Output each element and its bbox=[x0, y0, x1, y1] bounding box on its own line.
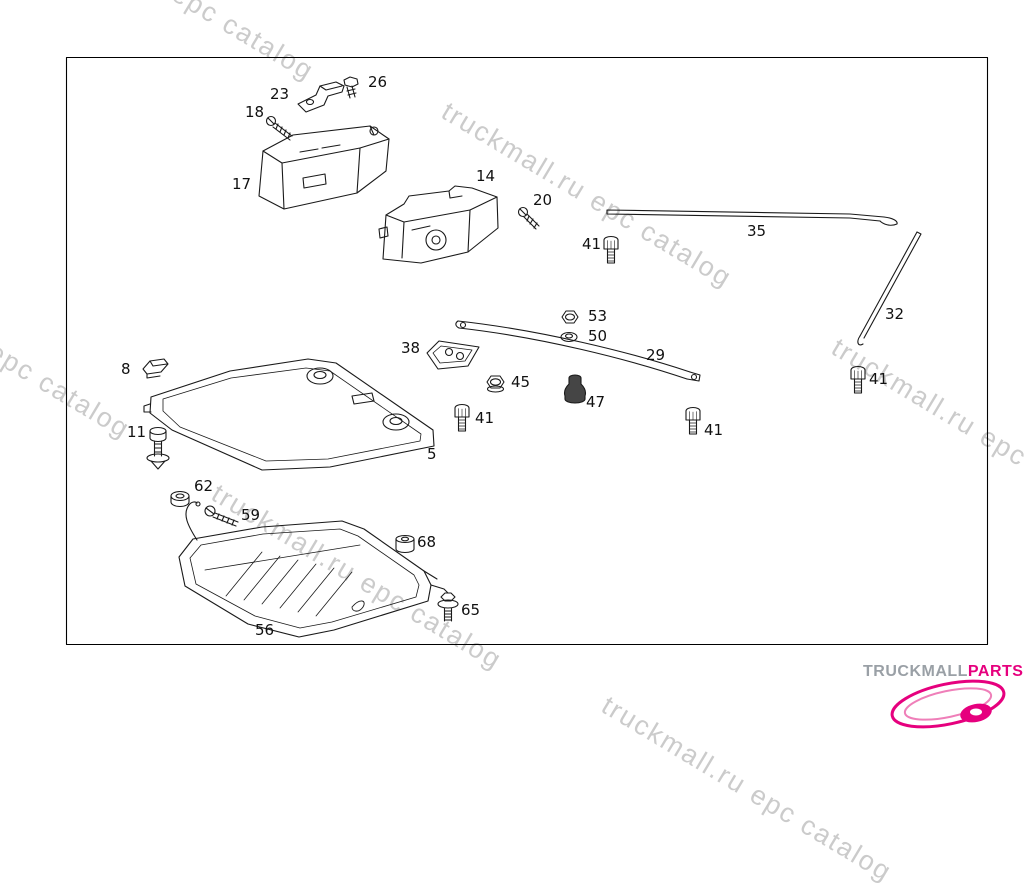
part-number-label: 47 bbox=[586, 393, 606, 411]
parts-diagram bbox=[65, 56, 1006, 729]
part-62-nut bbox=[170, 490, 190, 508]
part-26-screw bbox=[343, 76, 359, 99]
logo-text-truckmall: TRUCKMALL bbox=[863, 663, 968, 680]
part-8-clip bbox=[142, 358, 169, 379]
part-number-label: 41 bbox=[582, 235, 602, 253]
diagram-border bbox=[65, 56, 989, 646]
part-number-label: 56 bbox=[255, 621, 275, 639]
part-number-label: 11 bbox=[127, 423, 147, 441]
part-23-bracket bbox=[297, 81, 345, 113]
part-number-label: 62 bbox=[194, 477, 214, 495]
part-56-bottom-tray bbox=[178, 501, 449, 638]
part-number-label: 38 bbox=[401, 339, 421, 357]
part-53-nut bbox=[561, 310, 579, 324]
part-number-label: 26 bbox=[368, 73, 388, 91]
part-number-label: 5 bbox=[427, 445, 437, 463]
logo-swoosh bbox=[890, 679, 1006, 729]
part-number-label: 8 bbox=[121, 360, 131, 378]
part-45-nut bbox=[486, 375, 505, 393]
part-number-label: 45 bbox=[511, 373, 531, 391]
part-number-label: 23 bbox=[270, 85, 290, 103]
logo-text-parts: PARTS bbox=[967, 663, 1024, 680]
part-number-label: 41 bbox=[704, 421, 724, 439]
logo-layer: TRUCKMALLPARTS bbox=[863, 663, 1023, 681]
part-number-label: 17 bbox=[232, 175, 252, 193]
part-number-label: 53 bbox=[588, 307, 608, 325]
part-5-underbody-panel bbox=[143, 358, 435, 471]
part-number-label: 59 bbox=[241, 506, 261, 524]
part-number-label: 50 bbox=[588, 327, 608, 345]
part-65-screw bbox=[437, 592, 459, 622]
part-20-screw bbox=[517, 206, 540, 230]
part-17-insulation-panel bbox=[258, 125, 390, 210]
part-number-label: 18 bbox=[245, 103, 265, 121]
part-59-screw bbox=[204, 505, 239, 527]
part-50-grommet bbox=[560, 331, 578, 343]
diagram-layer bbox=[65, 56, 1006, 729]
part-labels-layer: 26 23 18 17 14 20 41 35 32 53 50 38 29 8 45 47 41 11 41 5 41… bbox=[121, 73, 905, 639]
part-number-label: 29 bbox=[646, 346, 666, 364]
part-number-label: 65 bbox=[461, 601, 481, 619]
part-number-label: 41 bbox=[475, 409, 495, 427]
part-32-rod bbox=[857, 231, 922, 346]
part-47-rubber-mount bbox=[563, 374, 587, 404]
part-68-clip-nut bbox=[395, 534, 415, 554]
part-35-rod bbox=[606, 209, 898, 226]
part-number-label: 41 bbox=[869, 370, 889, 388]
part-14-panel bbox=[378, 185, 499, 264]
part-11-rivet bbox=[146, 426, 170, 470]
part-number-label: 20 bbox=[533, 191, 553, 209]
part-number-label: 68 bbox=[417, 533, 437, 551]
part-29-strap bbox=[455, 320, 701, 382]
part-number-label: 35 bbox=[747, 222, 767, 240]
part-38-bracket-plate bbox=[426, 340, 480, 370]
part-number-label: 14 bbox=[476, 167, 496, 185]
logo: TRUCKMALLPARTS bbox=[863, 663, 1023, 681]
part-number-label: 32 bbox=[885, 305, 905, 323]
